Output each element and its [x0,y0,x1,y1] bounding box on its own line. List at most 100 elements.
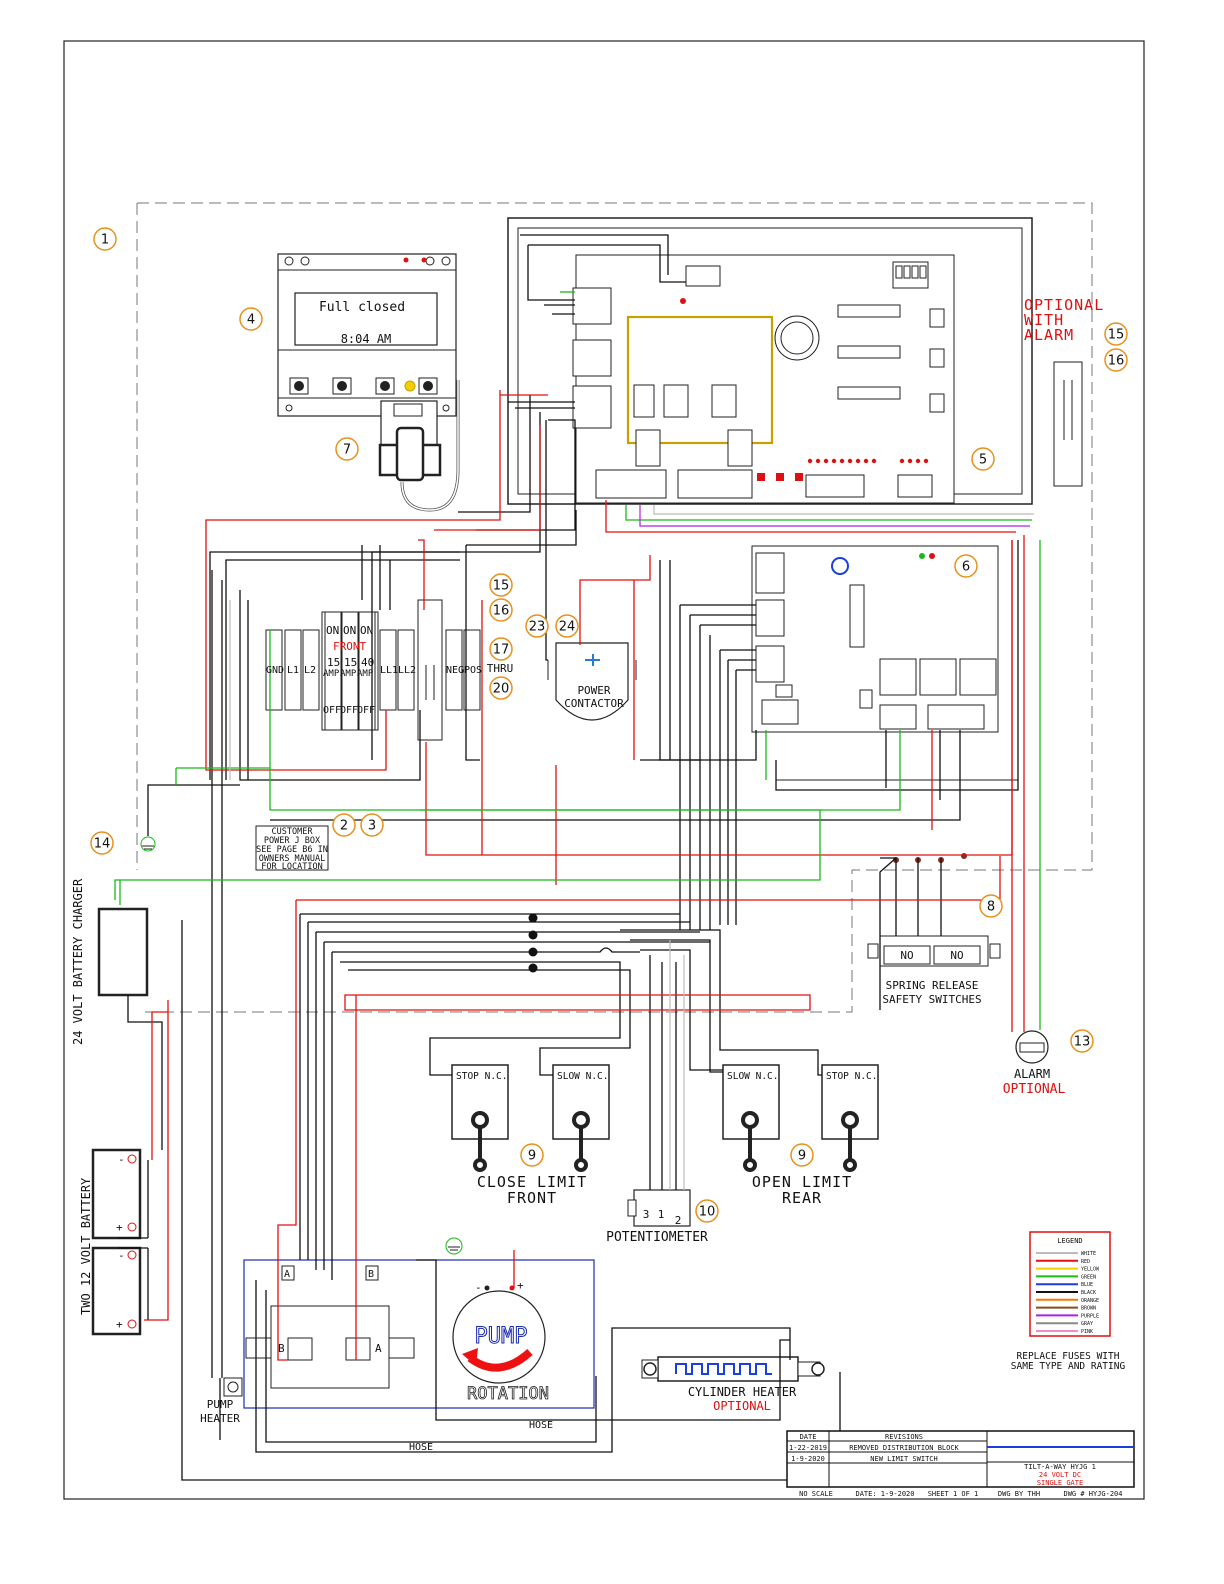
fuse-relay-block [417,599,443,741]
breaker-off-1: OFF [323,705,341,716]
svg-text:+: + [517,1279,524,1292]
callout-bubble [489,573,513,597]
terminal-pos: POS [464,665,482,676]
cylinder [641,1356,825,1382]
callout-number: 16 [493,604,510,619]
callout-bubble [489,637,513,661]
callout-bubble [520,1143,544,1167]
open-limit-line2: REAR [782,1189,822,1207]
pump-label: PUMP [475,1324,528,1349]
callout-number: 15 [1108,328,1125,343]
svg-text:+: + [116,1221,123,1234]
junction-dots [528,913,538,973]
terminal-neg: NEG [446,665,464,676]
power-contactor [555,642,629,721]
customer-box-line5: FOR LOCATION [261,862,322,872]
tb-title-3: SINGLE GATE [1037,1479,1083,1487]
legend-label: GRAY [1081,1321,1093,1327]
callout-bubble [1104,348,1128,372]
close-slow-label: SLOW N.C. [557,1071,608,1082]
customer-box-line4: OWNERS MANUAL [259,854,326,864]
spring-no-2: NO [950,949,963,962]
replace-fuses-line1: REPLACE FUSES WITH [1017,1351,1120,1362]
legend-label: WHITE [1081,1251,1096,1257]
potentiometer-label: POTENTIOMETER [606,1230,708,1245]
callout-bubble [239,307,263,331]
limit-switches [451,1064,879,1140]
customer-box-line1: CUSTOMER [272,827,314,837]
power-contactor-line1: POWER [577,684,610,697]
customer-box-line2: POWER J BOX [264,836,321,846]
breaker-off-3: OFF [357,705,375,716]
controller-board [575,254,955,504]
callout-number: 14 [94,837,111,852]
tb-rev2-date: 1-9-2020 [791,1455,825,1463]
tb-date: DATE: 1-9-2020 [855,1490,914,1498]
svg-text:-: - [118,1153,125,1166]
callout-bubble [489,598,513,622]
callout-bubble [90,831,114,855]
callout-bubble [1070,1029,1094,1053]
alarm-label: ALARM [1014,1067,1050,1081]
close-stop-label: STOP N.C. [456,1071,507,1082]
callout-bubble [555,614,579,638]
callout-number: 24 [559,620,576,635]
battery-cell [774,315,820,361]
legend-label: GREEN [1081,1274,1096,1280]
potentiometer [633,1189,691,1227]
callout-number: 2 [340,819,348,834]
callout-number: 7 [343,443,351,458]
battery-label: TWO 12 VOLT BATTERY [79,1177,93,1315]
keypad-screw-icon [284,256,294,266]
tb-rev1-text: REMOVED DISTRIBUTION BLOCK [849,1444,959,1452]
callout-number: 13 [1074,1035,1091,1050]
tb-scale: NO SCALE [799,1490,833,1498]
legend-label: RED [1081,1259,1090,1265]
legend-label: PURPLE [1081,1313,1099,1319]
spring-release-switches [867,853,1001,967]
legend-label: YELLOW [1081,1267,1100,1273]
callout-bubble [360,813,384,837]
pot-pin-1: 1 [658,1208,665,1221]
legend-label: BROWN [1081,1306,1096,1312]
legend-label: ORANGE [1081,1298,1099,1304]
breaker-unit-1: AMP [323,669,340,679]
replace-fuses-line2: SAME TYPE AND RATING [1011,1361,1126,1372]
callout-bubble [335,437,359,461]
controller-enclosure [507,217,1033,505]
callout-bubble [790,1143,814,1167]
callout-bubble [695,1199,719,1223]
callout-number: 4 [247,313,255,328]
spring-no-1: NO [900,949,913,962]
breaker-amp-3: 40 [361,656,374,669]
tb-rev1-date: 1-22-2019 [789,1444,827,1452]
callout-bubble [954,554,978,578]
customer-box-line3: SEE PAGE B6 IN [256,845,328,855]
tb-date-header: DATE [800,1433,817,1441]
terminal-strip [265,629,481,711]
tb-title-1: TILT-A-WAY HYJG 1 [1024,1463,1096,1471]
optional-alarm-line2: WITH [1024,311,1064,329]
spring-release-line1: SPRING RELEASE [886,979,979,992]
breaker-amp-2: 15 [344,656,357,669]
breaker-front-label: FRONT [333,640,366,653]
callout-bubble [489,676,513,700]
rotation-label: ROTATION [467,1384,549,1404]
charger-label: 24 VOLT BATTERY CHARGER [71,878,85,1045]
thru-label: THRU [487,662,514,675]
open-limit-line1: OPEN LIMIT [752,1173,852,1191]
alarm-optional: OPTIONAL [1003,1082,1066,1097]
hose-label-1: HOSE [529,1420,553,1431]
breaker-on-2: ON [343,624,356,637]
terminal-gnd: GND [266,665,284,676]
terminal-l1: L1 [287,665,299,676]
tb-dwg-by: DWG BY THH [998,1490,1040,1498]
svg-text:-: - [475,1281,482,1294]
customer-box [255,825,329,871]
tb-rev-header: REVISIONS [885,1433,923,1441]
callout-bubble [971,447,995,471]
terminal-ll2: LL2 [398,665,416,676]
display-line1: Full closed [319,300,405,315]
callout-number: 1 [101,233,109,248]
